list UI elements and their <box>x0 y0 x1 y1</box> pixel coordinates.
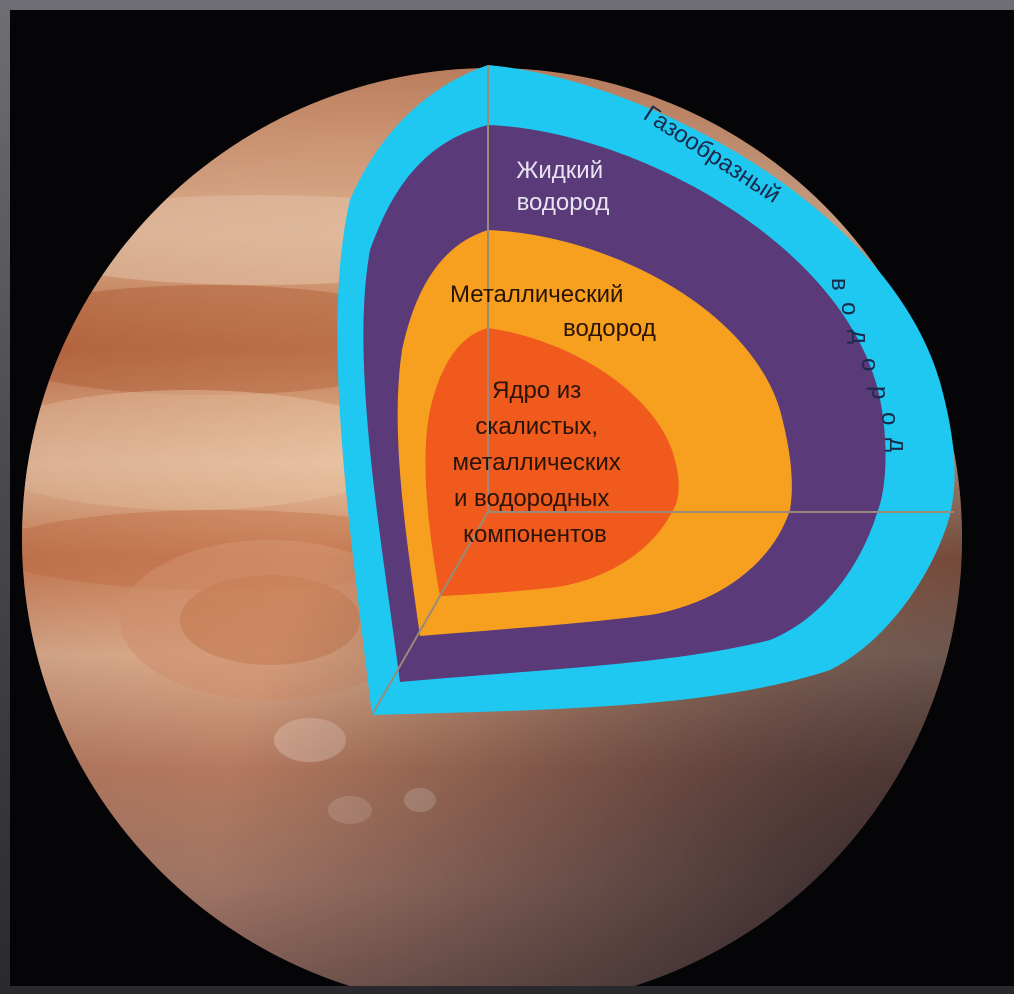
svg-text:о: о <box>836 302 863 315</box>
svg-text:в: в <box>826 278 853 291</box>
jupiter-structure-diagram: Жидкий водород Металлический водород Ядр… <box>10 10 1014 986</box>
diagram-canvas: Жидкий водород Металлический водород Ядр… <box>10 10 1014 986</box>
svg-text:д: д <box>846 330 873 344</box>
svg-text:р: р <box>866 386 893 399</box>
svg-text:д: д <box>884 438 911 452</box>
svg-text:о: о <box>876 412 903 425</box>
svg-text:о: о <box>856 358 883 371</box>
cutaway-layers <box>337 65 954 715</box>
